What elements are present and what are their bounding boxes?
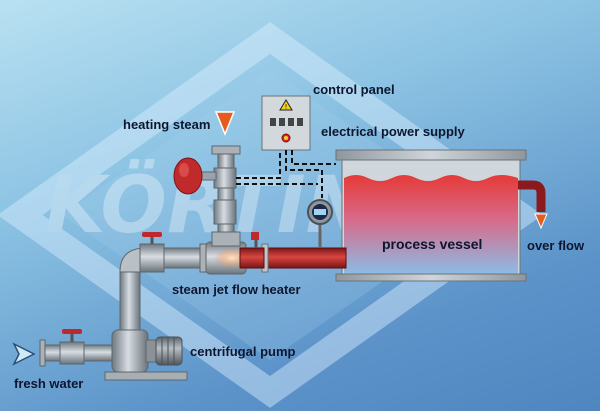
centrifugal-pump <box>104 329 188 381</box>
label-process-vessel: process vessel <box>382 236 483 252</box>
label-fresh-water: fresh water <box>14 376 84 391</box>
inlet-valve-icon <box>62 329 82 334</box>
steam-jet-heater <box>199 232 265 275</box>
heater-valve-icon <box>251 232 259 240</box>
process-vessel <box>335 149 527 282</box>
steam-inlet-arrow-icon <box>214 111 236 136</box>
control-panel: ! <box>261 95 311 151</box>
signal-lines <box>236 150 336 198</box>
pressure-gauge-icon <box>307 199 333 248</box>
riser-valve-icon <box>142 232 162 237</box>
inlet-pipe <box>39 329 113 367</box>
steam-pipe <box>195 145 241 247</box>
overflow-arrow-icon <box>534 213 548 230</box>
warning-icon <box>279 99 293 111</box>
label-electrical-power-supply: electrical power supply <box>321 124 465 139</box>
riser-pipe <box>119 232 207 331</box>
heated-outlet-pipe <box>265 247 347 269</box>
label-heating-steam: heating steam <box>123 117 211 132</box>
overflow-pipe <box>518 180 548 230</box>
label-centrifugal-pump: centrifugal pump <box>190 344 296 359</box>
label-steam-jet-flow-heater: steam jet flow heater <box>172 282 301 297</box>
fresh-water-arrow-icon <box>12 342 36 366</box>
valve-actuator <box>173 157 203 195</box>
label-control-panel: control panel <box>313 82 395 97</box>
label-over-flow: over flow <box>527 238 585 253</box>
svg-text:!: ! <box>285 103 288 111</box>
